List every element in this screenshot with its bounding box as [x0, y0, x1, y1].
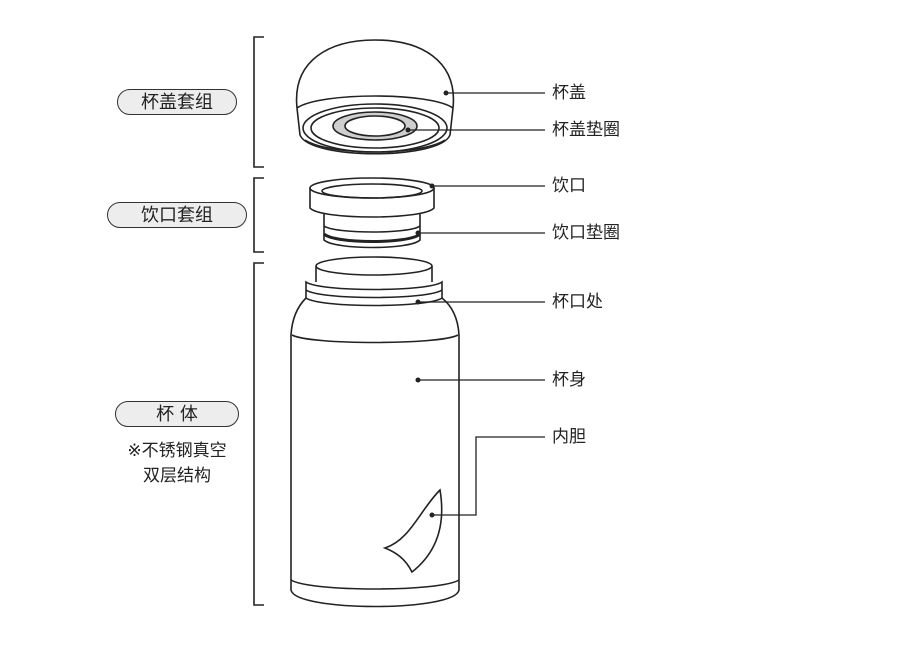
leader-lines	[408, 92, 545, 516]
bracket-mouth-set	[253, 177, 264, 253]
part-label-inner: 内胆	[552, 427, 586, 447]
part-label-mouth: 饮口	[552, 176, 586, 196]
part-label-mouth-gasket: 饮口垫圈	[552, 223, 620, 243]
part-label-rim: 杯口处	[552, 292, 603, 312]
leader-dots	[405, 90, 449, 518]
body-note-line1: ※不锈钢真空	[127, 441, 227, 461]
part-label-cap: 杯盖	[552, 83, 586, 103]
part-label-cap-gasket: 杯盖垫圈	[552, 120, 620, 140]
group-label-body: 杯 体	[115, 401, 239, 427]
inner-cutaway	[382, 488, 443, 574]
bracket-body	[253, 262, 264, 606]
mouth-piece-drawing	[309, 177, 435, 249]
bracket-cap-set	[253, 36, 264, 168]
cap-drawing	[295, 39, 455, 155]
part-label-body: 杯身	[552, 370, 586, 390]
bottle-body-drawing	[290, 256, 460, 608]
group-label-cap-set: 杯盖套组	[117, 89, 237, 115]
body-note-line2: 双层结构	[143, 466, 211, 486]
group-label-mouth-set: 饮口套组	[107, 202, 247, 228]
